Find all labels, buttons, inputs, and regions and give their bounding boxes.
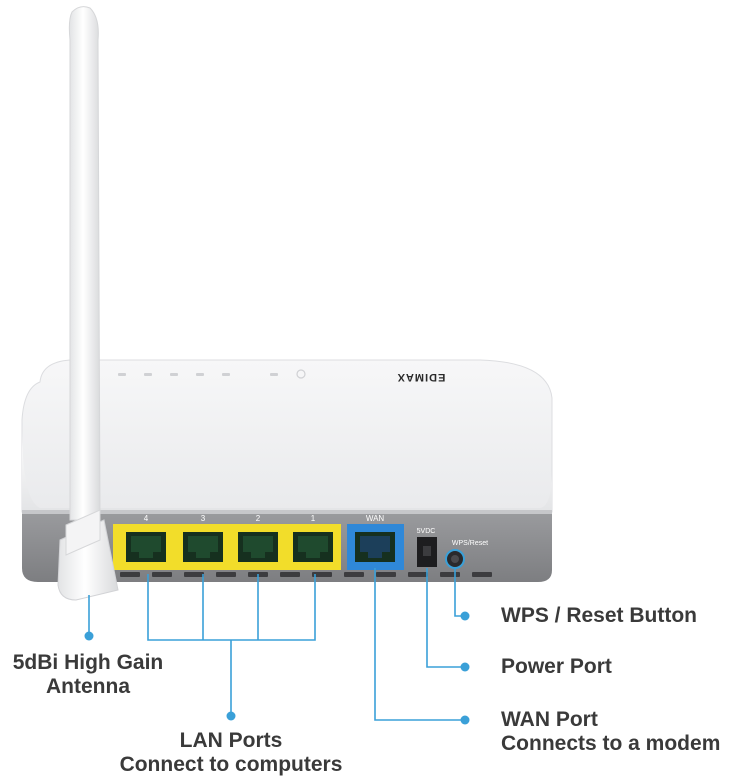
- ethernet-jacks: [126, 532, 395, 562]
- callout-lines: [88, 568, 463, 721]
- antenna-callout: 5dBi High Gain Antenna: [0, 651, 176, 699]
- lan-jack: [126, 532, 166, 562]
- wps-reset-button: [445, 549, 465, 569]
- lan-jack: [183, 532, 223, 562]
- wan-jack: [355, 532, 395, 562]
- lan-port-number-3: 3: [201, 514, 206, 523]
- vent-slot: [216, 572, 236, 577]
- vent-slot: [344, 572, 364, 577]
- vent-slot: [376, 572, 396, 577]
- wps-callout-line1: WPS / Reset Button: [501, 604, 698, 627]
- vent-slot: [408, 572, 428, 577]
- power-callout: Power Port: [501, 655, 612, 679]
- lan-port-number-4: 4: [144, 514, 149, 523]
- status-led-row: [118, 369, 306, 379]
- vent-slot: [312, 572, 332, 577]
- vent-slot: [152, 572, 172, 577]
- wan-callout-line2: Connects to a modem: [501, 732, 721, 755]
- vent-slot: [472, 572, 492, 577]
- lan-jack: [238, 532, 278, 562]
- lan-callout: LAN Ports Connect to computers: [96, 729, 366, 777]
- wps-callout: WPS / Reset Button: [501, 604, 697, 628]
- wps-button-label: WPS/Reset: [452, 540, 488, 547]
- lan-port-number-2: 2: [256, 514, 261, 523]
- lan-callout-line1: LAN Ports: [179, 729, 283, 752]
- power-jack: [417, 537, 437, 567]
- power-port-label: 5VDC: [417, 528, 436, 535]
- wan-callout-line1: WAN Port: [501, 708, 598, 731]
- svg-text:EDIMAX: EDIMAX: [397, 371, 446, 383]
- vent-slot: [440, 572, 460, 577]
- callout-dots: [84, 611, 470, 725]
- vent-slot: [280, 572, 300, 577]
- vent-slot: [120, 572, 140, 577]
- wan-callout: WAN Port Connects to a modem: [501, 708, 720, 756]
- wan-port-label: WAN: [366, 514, 385, 523]
- brand-logo: EDIMAX: [397, 371, 446, 383]
- lan-callout-line2: Connect to computers: [119, 753, 343, 776]
- lan-port-number-1: 1: [311, 514, 316, 523]
- antenna-callout-line1: 5dBi High Gain: [12, 651, 164, 674]
- power-callout-line1: Power Port: [501, 655, 612, 678]
- vent-slot: [184, 572, 204, 577]
- antenna: [57, 6, 119, 601]
- antenna-callout-line2: Antenna: [46, 675, 130, 698]
- lan-jack: [293, 532, 333, 562]
